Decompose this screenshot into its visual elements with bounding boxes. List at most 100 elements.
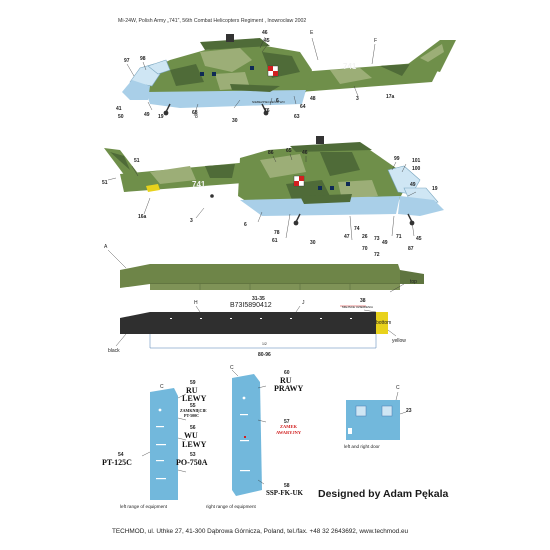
stencil-text: RU	[186, 386, 198, 395]
rotor-blade-top	[107, 249, 424, 293]
stencil-num: 53	[190, 452, 196, 458]
sheet-title: Mi-24W, Polish Army „741”, 56th Combat H…	[118, 18, 307, 24]
callout: 99	[394, 156, 400, 162]
callout: 6	[276, 98, 279, 104]
blade-serial: B73I5890412	[230, 302, 272, 309]
callout: 16a	[138, 214, 147, 220]
callout: 49	[144, 112, 150, 118]
stencil-text: ZAMKNIĘCIE	[180, 408, 207, 413]
callout: 73	[374, 236, 380, 242]
stencil-num: 60	[284, 370, 290, 376]
callout: E	[310, 30, 314, 36]
callout: 8	[195, 114, 198, 120]
stencil-text: LEWY	[182, 394, 207, 403]
callout: 30	[232, 118, 238, 124]
stencil-text: PO-750A	[176, 458, 208, 467]
callout: 41	[116, 106, 122, 112]
callout: 68	[192, 110, 198, 116]
callout: 78	[274, 230, 280, 236]
callout: yellow	[392, 338, 406, 344]
panel-c-label: C	[230, 365, 234, 371]
company-address: TECHMOD, ul. Uthke 27, 41-300 Dąbrowa Gó…	[112, 528, 409, 535]
stencil-text: PT-500C	[184, 413, 199, 418]
callout: 48	[310, 96, 316, 102]
callout: 70	[362, 246, 368, 252]
stencil-num: 58	[284, 483, 290, 489]
panel-caption: left range of equipment	[120, 504, 167, 509]
panel-caption: left and right door	[344, 444, 380, 449]
callout: 61	[272, 238, 278, 244]
callout: 38	[360, 298, 366, 304]
callout: 63	[294, 114, 300, 120]
stencil-text: PRAWY	[274, 384, 304, 393]
stencil-text: PT-125C	[102, 458, 132, 467]
stencil-text: WU	[184, 431, 198, 440]
callout: J	[302, 300, 305, 306]
callout: 49	[382, 240, 388, 246]
callout: 101	[412, 158, 421, 164]
callout-small: NIEBEZPIECZEŃSTWO	[252, 100, 285, 104]
callout: 49	[410, 182, 416, 188]
callout: 87	[408, 246, 414, 252]
callout: 46	[262, 30, 268, 36]
callout: 74	[354, 226, 360, 232]
callout: 72	[374, 252, 380, 258]
stencil-num: 59	[190, 380, 196, 386]
equipment-panel-left	[141, 388, 187, 500]
callout: 65	[286, 148, 292, 154]
stencil-text: SSP-FK-UK	[266, 489, 303, 497]
callout: 17a	[386, 94, 395, 100]
callout: 6	[244, 222, 247, 228]
callout: 86	[268, 150, 274, 156]
blade-top-label: top	[410, 279, 417, 285]
door-panel	[346, 391, 407, 440]
callout: 51	[102, 180, 108, 186]
stencil-text: ZAMEK	[280, 424, 298, 429]
callout: 76	[264, 108, 270, 114]
callout: 3	[190, 218, 193, 224]
stencil-text: RU	[280, 376, 292, 385]
callout: 3	[356, 96, 359, 102]
callout: black	[108, 348, 120, 354]
stencil-text: AWARYJNY	[276, 430, 302, 435]
callout: 97	[124, 58, 130, 64]
callout: A	[104, 244, 108, 250]
designer-credit: Designed by Adam Pękala	[318, 488, 449, 500]
callout: 45	[264, 38, 270, 44]
equipment-panel-right	[231, 369, 267, 496]
callout: 30	[310, 240, 316, 246]
panel-caption: right range of equipment	[206, 504, 256, 509]
stencil-num: 54	[118, 452, 124, 458]
top-leaders	[126, 36, 376, 117]
side-tail-number: 741	[192, 180, 206, 189]
callout: F	[374, 38, 378, 44]
callout: 98	[140, 56, 146, 62]
callout: 46	[302, 150, 308, 156]
stencil-text: LEWY	[182, 440, 207, 449]
callout: 50	[118, 114, 124, 120]
panel-c-label: C	[160, 384, 164, 390]
rotor-blade-bottom	[115, 305, 397, 349]
panel-c-label: C	[396, 385, 400, 391]
stencil-num: 57	[284, 419, 290, 425]
callout: 26	[362, 234, 368, 240]
callout: 31-35	[252, 296, 265, 302]
top-tail-number: 741	[343, 62, 357, 71]
stencil-num: 56	[190, 425, 196, 431]
top-profile-helicopter	[122, 34, 456, 116]
callout: 1/2	[262, 342, 267, 346]
callout: 19	[432, 186, 438, 192]
callout: 51	[134, 158, 140, 164]
callout: 80-96	[258, 352, 271, 358]
side-leaders	[107, 153, 417, 241]
callout: 64	[300, 104, 306, 110]
callout: 100	[412, 166, 421, 172]
callout: H	[194, 300, 198, 306]
callout: 71	[396, 234, 402, 240]
callout: 19	[158, 114, 164, 120]
side-profile-helicopter	[104, 136, 444, 226]
stencil-num: 23	[406, 408, 412, 414]
callout: 45	[416, 236, 422, 242]
blade-bottom-label: bottom	[376, 320, 392, 326]
